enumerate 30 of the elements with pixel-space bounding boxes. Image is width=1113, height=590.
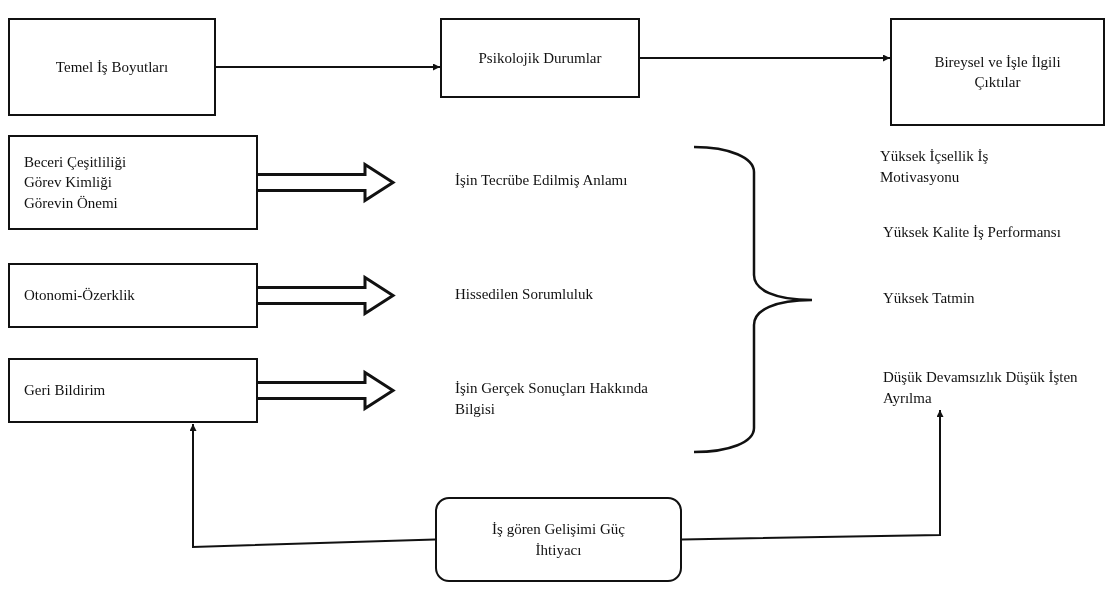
process-box bbox=[890, 18, 1105, 126]
state-label: Hissedilen Sorumluluk bbox=[455, 284, 655, 305]
process-box bbox=[8, 18, 216, 116]
state-label: Yüksek Tatmin bbox=[883, 288, 1063, 309]
process-box bbox=[440, 18, 640, 98]
state-label: Düşük Devamsızlık Düşük İşten Ayrılma bbox=[883, 367, 1083, 409]
box-text: Psikolojik Durumlar bbox=[478, 48, 602, 68]
state-label: İşin Gerçek Sonuçları Hakkında Bilgisi bbox=[455, 378, 655, 420]
box-text: Bireysel ve İşle İlgili Çıktılar bbox=[933, 52, 1062, 92]
process-box bbox=[8, 263, 258, 328]
state-label: İşin Tecrübe Edilmiş Anlamı bbox=[455, 170, 675, 191]
block-arrow bbox=[256, 369, 396, 412]
box-text: Beceri Çeşitliliği bbox=[24, 153, 128, 173]
box-text: Otonomi-Özerklik bbox=[24, 286, 136, 306]
arrow bbox=[639, 54, 891, 62]
box-text: Geri Bildirim bbox=[24, 381, 107, 401]
state-label: Yüksek İçsellik İş Motivasyonu bbox=[880, 146, 1060, 188]
box-text: Görev Kimliği bbox=[24, 173, 113, 193]
rounded-box bbox=[435, 497, 682, 582]
state-label: Yüksek Kalite İş Performansı bbox=[883, 222, 1063, 243]
block-arrow bbox=[256, 161, 396, 204]
box-text: İş gören Gelişimi Güç İhtiyacı bbox=[491, 520, 626, 560]
arrow bbox=[215, 63, 441, 71]
box-text: Temel İş Boyutları bbox=[55, 57, 169, 77]
arrow bbox=[681, 409, 944, 541]
process-box bbox=[8, 358, 258, 423]
arrow bbox=[189, 423, 436, 549]
block-arrow bbox=[256, 274, 396, 317]
box-text: Görevin Önemi bbox=[24, 193, 119, 213]
process-box bbox=[8, 135, 258, 230]
